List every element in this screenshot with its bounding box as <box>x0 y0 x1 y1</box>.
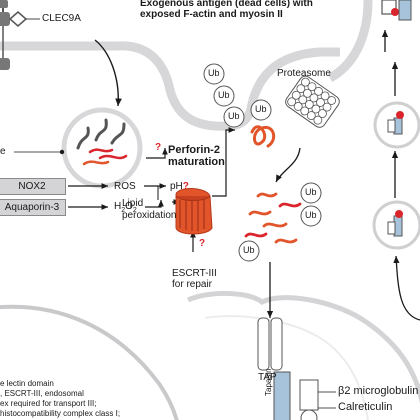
nucleus-outline <box>0 304 179 420</box>
aquaporin-3-box: Aquaporin-3 <box>0 199 66 216</box>
legend-line-4: histocompatibility complex class I; <box>0 409 121 418</box>
legend-line-3: ex required for transport III; <box>0 399 97 408</box>
question-mark-escrt: ? <box>199 238 206 249</box>
tapasin-label: Tapasin <box>264 368 273 396</box>
perforin-2-maturation-label: Perforin-2 maturation <box>168 144 225 168</box>
lipid-line-2: peroxidation <box>122 209 177 221</box>
legend-line-1: e lectin domain <box>0 379 54 388</box>
tapasin-complex <box>273 371 319 420</box>
peptide-fragments <box>244 192 302 244</box>
f-actin-myosin <box>76 118 128 166</box>
ros-label: ROS <box>114 181 136 192</box>
ub-circle <box>300 182 322 204</box>
ub-circle <box>213 85 235 107</box>
exogenous-line-1: Exogenous antigen (dead cells) with <box>140 0 313 9</box>
ubiquitinated-protein <box>250 125 276 148</box>
surface-mhc-icon <box>381 0 412 21</box>
legend: e lectin domain , ESCRT-III, endosomal e… <box>0 379 120 419</box>
ub-label: Ub <box>243 245 255 255</box>
ph-label: pH <box>170 181 183 192</box>
question-mark-ph: ? <box>182 181 189 192</box>
endosome-inner <box>204 315 369 420</box>
ub-label: Ub <box>208 68 220 78</box>
phagosome <box>61 107 143 189</box>
exogenous-antigen-title: Exogenous antigen (dead cells) with expo… <box>140 0 313 20</box>
tap-transporter <box>257 317 283 371</box>
ub-label: Ub <box>228 111 240 121</box>
h2o2-sub-2: 2 <box>132 207 137 214</box>
clec9a-label: CLEC9A <box>42 13 81 24</box>
ub-circle <box>223 106 245 128</box>
endosome-outline <box>186 290 420 405</box>
ub-label: Ub <box>255 104 267 114</box>
beta2-microglobulin-label: β2 microglobulin <box>338 385 419 397</box>
ub-circle <box>250 99 272 121</box>
proteasome <box>285 75 340 128</box>
proteasome-label: Proteasome <box>277 68 331 79</box>
ub-label: Ub <box>305 187 317 197</box>
h2o2-sub-1: 2 <box>121 207 126 214</box>
perforin-2-pore <box>175 188 213 235</box>
question-mark-upper: ? <box>155 142 162 153</box>
ub-circle <box>203 63 225 85</box>
lipid-line-1: Lipid <box>122 198 144 209</box>
exogenous-line-2: exposed F-actin and myosin II <box>140 9 283 20</box>
h2o2-o: O <box>125 201 133 212</box>
lipid-peroxidation-label: Lipid peroxidation <box>122 198 176 221</box>
ub-circle <box>238 240 260 262</box>
clec9a-receptor <box>0 0 28 70</box>
ub-label: Ub <box>305 210 317 220</box>
perforin-line-1: Perforin-2 <box>168 144 220 156</box>
e-fragment-label: e <box>0 146 6 157</box>
tap-label: TAP <box>258 372 277 383</box>
h2o2-label: H2O2 <box>114 201 137 215</box>
escrt-line-1: ESCRT-III <box>172 268 217 279</box>
ub-circle <box>300 205 322 227</box>
vesicle-mhc-icon-upper <box>387 111 404 135</box>
nox2-box: NOX2 <box>0 178 66 195</box>
ub-label: Ub <box>218 90 230 100</box>
ph-label-group: pH? <box>122 181 189 192</box>
escrt-line-2: for repair <box>172 279 213 290</box>
h2o2-h: H <box>114 201 122 212</box>
calreticulin-label: Calreticulin <box>338 401 393 413</box>
escrt-iii-label: ESCRT-III for repair <box>172 268 217 290</box>
vesicle-mhc-icon-lower <box>387 210 403 237</box>
legend-line-2: , ESCRT-III, endosomal <box>0 389 84 398</box>
perforin-line-2: maturation <box>168 156 225 169</box>
